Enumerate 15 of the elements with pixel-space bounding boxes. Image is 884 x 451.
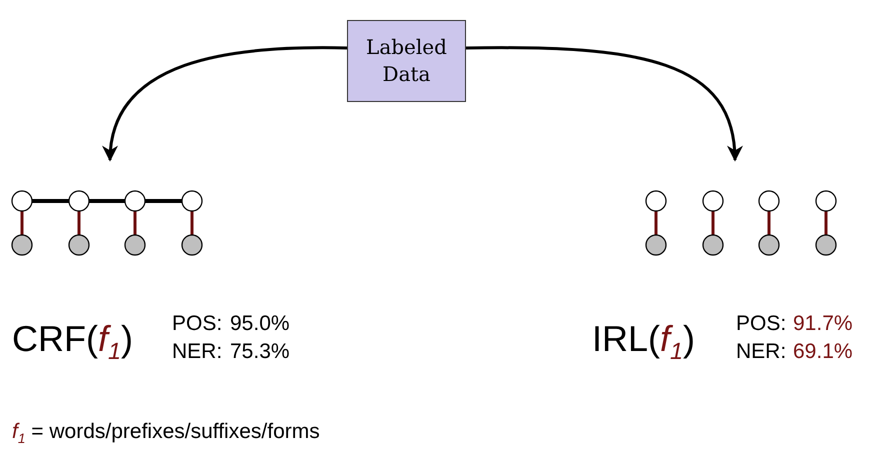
metric-name: NER:	[736, 340, 786, 364]
metric-name: POS:	[172, 312, 222, 336]
box-text: Labeled Data	[365, 34, 448, 88]
arrow	[466, 46, 742, 162]
model-label: IRL(f$_{1}$)	[592, 318, 696, 366]
metric-value: 75.3%	[230, 340, 290, 364]
metric-value: 95.0%	[230, 312, 290, 336]
metric-value: 69.1%	[793, 340, 853, 364]
metric-name: POS:	[736, 312, 786, 336]
metric-name: NER:	[172, 340, 222, 364]
arrow	[104, 46, 348, 162]
feature-note: f$_{1}$ = words/prefixes/suffixes/forms	[12, 420, 320, 446]
model-label: CRF(f$_{1}$)	[12, 318, 134, 366]
metric-value: 91.7%	[793, 312, 853, 336]
process-box	[347, 20, 466, 102]
